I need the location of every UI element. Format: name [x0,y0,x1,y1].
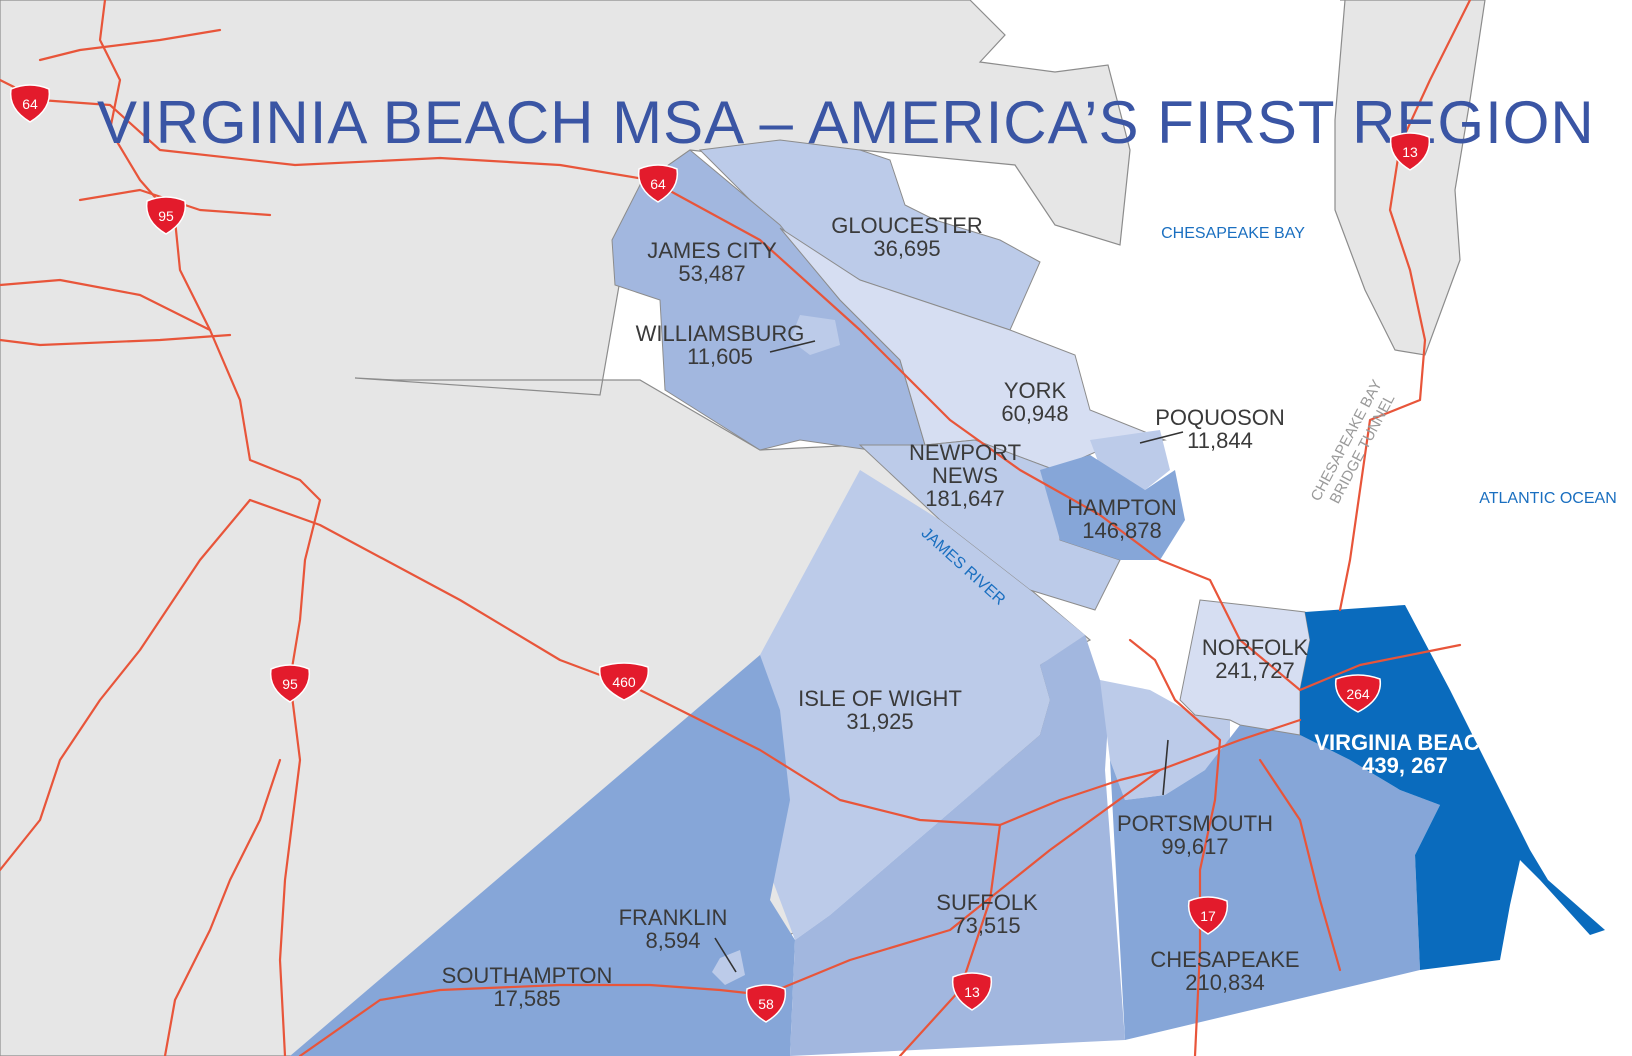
shield-i64-west-label: 64 [22,96,38,112]
williamsburg-population: 11,605 [687,344,753,369]
suffolk-population: 73,515 [953,913,1020,938]
region-southampton [290,655,795,1056]
newport-news-name-line2: NEWS [932,463,998,488]
chesapeake-name: CHESAPEAKE [1150,947,1299,972]
road-west-local-5 [0,498,252,872]
highway-shields: 64 64 95 95 460 264 13 13 [9,84,1431,1023]
newport-news-population: 181,647 [925,486,1005,511]
poquoson-name: POQUOSON [1155,405,1285,430]
portsmouth-population: 99,617 [1161,834,1228,859]
shield-us13-north-label: 13 [1402,144,1418,160]
james-city-name: JAMES CITY [647,238,777,263]
isle-of-wight-population: 31,925 [846,709,913,734]
region-isle-of-wight [750,470,1085,940]
gloucester-population: 36,695 [873,236,940,261]
shield-i95-north-label: 95 [158,208,174,224]
franklin-name: FRANKLIN [619,905,728,930]
region-williamsburg [790,315,840,355]
shield-i95-north-icon: 95 [145,196,187,235]
hampton-population: 146,878 [1082,518,1162,543]
road-west-local-4 [38,28,222,62]
road-us13-north [1338,0,1472,612]
franklin-population: 8,594 [645,928,700,953]
road-west-local-1 [0,278,212,332]
road-west-local-2 [0,333,232,347]
region-suffolk [790,635,1125,1056]
leader-franklin [714,937,737,973]
shield-i95-south-label: 95 [282,676,298,692]
shield-us460-label: 460 [612,674,636,690]
label-atlantic-ocean: ATLANTIC OCEAN [1479,490,1617,507]
road-network [0,0,1472,1056]
road-us460 [248,498,1162,827]
leader-williamsburg [769,340,816,353]
portsmouth-name: PORTSMOUTH [1117,811,1273,836]
region-hampton [1040,455,1185,560]
newport-news-name-line1: NEWPORT [909,440,1021,465]
road-chesapeake-local [1258,758,1342,972]
shield-us460-icon: 460 [598,662,650,701]
norfolk-name: NORFOLK [1202,635,1309,660]
region-chesapeake [1110,725,1440,1040]
shield-us17-label: 17 [1200,908,1216,924]
york-name: YORK [1004,378,1067,403]
virginia-beach-name: VIRGINIA BEACH [1314,730,1495,755]
suffolk-name: SUFFOLK [936,890,1038,915]
road-i64 [0,78,1462,692]
leader-poquoson [1139,431,1184,444]
york-population: 60,948 [1001,401,1068,426]
gloucester-name: GLOUCESTER [831,213,983,238]
poquoson-population: 11,844 [1187,428,1253,453]
label-chesapeake-bay: CHESAPEAKE BAY [1161,225,1305,242]
eastern-shore [1334,0,1486,356]
shield-i95-south-icon: 95 [269,664,311,703]
shield-i264-icon: 264 [1334,674,1382,713]
region-portsmouth [1100,680,1230,800]
norfolk-population: 241,727 [1215,658,1295,683]
hampton-name: HAMPTON [1067,495,1177,520]
page-title: VIRGINIA BEACH MSA – AMERICA’S FIRST REG… [97,89,1595,156]
shield-us13-north-icon: 13 [1389,132,1431,171]
road-us13-south [898,823,1002,1056]
shield-us13-south-label: 13 [964,984,980,1000]
region-labels: GLOUCESTER 36,695 JAMES CITY 53,487 WILL… [442,213,1496,1011]
shield-us58-label: 58 [758,996,774,1012]
williamsburg-name: WILLIAMSBURG [636,321,805,346]
isle-of-wight-name: ISLE OF WIGHT [798,686,962,711]
shield-i64-central-icon: 64 [637,164,679,203]
james-city-population: 53,487 [678,261,745,286]
shield-i64-central-label: 64 [650,176,666,192]
shield-us13-south-icon: 13 [951,972,993,1011]
shield-us17-icon: 17 [1187,896,1229,935]
road-i95 [98,0,322,1056]
region-franklin [712,950,745,985]
chesapeake-population: 210,834 [1185,970,1265,995]
shield-us58-icon: 58 [745,984,787,1023]
leader-lines [714,340,1184,973]
southampton-population: 17,585 [493,986,560,1011]
virginia-beach-population: 439, 267 [1362,753,1448,778]
road-west-local-6 [163,758,282,1056]
shield-i64-west-icon: 64 [9,84,51,123]
road-us17 [1128,638,1222,1056]
leader-portsmouth [1162,739,1169,796]
southampton-name: SOUTHAMPTON [442,963,613,988]
shield-i264-label: 264 [1346,686,1370,702]
